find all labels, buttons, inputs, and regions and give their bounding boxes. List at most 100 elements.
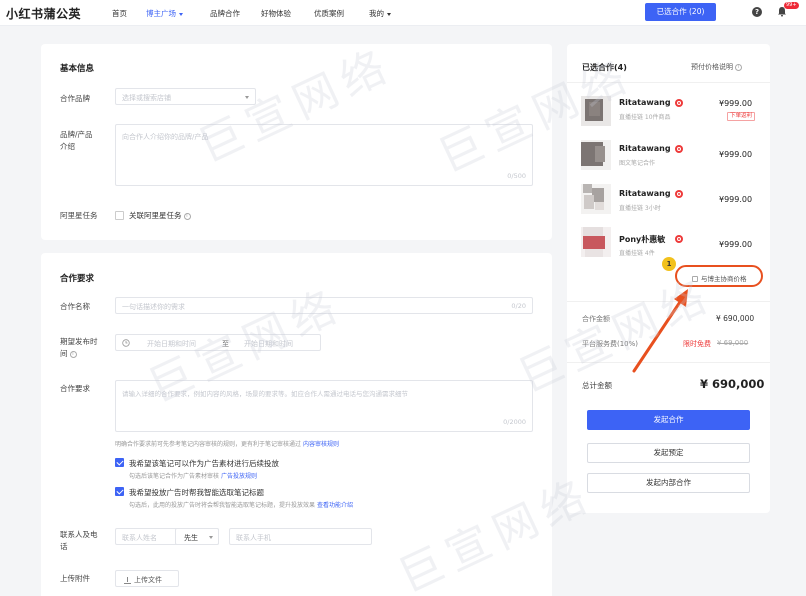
kol-avatar[interactable] [581,96,611,126]
chevron-down-icon [387,12,391,16]
upload-button-content: 上传文件 [124,575,162,585]
brand-select[interactable]: 选择或搜索店铺 [115,88,256,105]
negotiate-price-text: 与博主协商价格 [701,275,747,283]
kol-name: Ritatawang [619,98,671,107]
info-icon: i [735,63,742,71]
smart-title-hint: 勾选后，此用的投放广告时将会帮我智能选取笔记标题，提升投放效果 查看功能介绍 [129,500,353,509]
top-nav: 小红书蒲公英 首页 博主广场 品牌合作 好物体验 优质案例 我的 已选合作 (2… [0,0,806,26]
divider [567,362,770,363]
brand-logo[interactable]: 小红书蒲公英 [6,7,82,21]
feature-intro-link[interactable]: 查看功能介绍 [316,502,353,509]
basic-info-card: 基本信息 合作品牌 选择或搜索店铺 品牌/产品 介绍 向合作人介绍你的品牌/产品… [41,44,552,240]
contact-title-select[interactable]: 先生 [175,528,219,545]
help-icon[interactable]: ? [752,7,762,17]
kol-price: ¥999.00 [719,195,753,204]
nav-brand-coop[interactable]: 品牌合作 [210,9,240,18]
coop-name-counter: 0/20 [511,302,526,310]
amount-value: ¥ 690,000 [716,314,755,323]
section-title-requirements: 合作要求 [60,274,95,284]
contact-label-line2: 话 [60,542,68,551]
brand-label: 合作品牌 [60,94,90,103]
fee-free: 限时免费 [683,340,711,348]
req-hint-text: 明确合作要求前可先参考笔记内容审核的规则，更有利于笔记审核通过 [115,441,302,448]
start-time-placeholder: 开始日期和时间 [147,340,196,348]
coop-name-input[interactable]: 一句话描述你的需求 0/20 [115,297,533,314]
kol-sub: 直播挂链 4件 [619,250,655,257]
intro-textarea[interactable]: 向合作人介绍你的品牌/产品 0/500 [115,124,533,186]
kol-price: ¥999.00 [719,150,753,159]
ad-material-hint-text: 勾选后该笔记合作为广告素材审核 [129,473,220,480]
kol-avatar[interactable] [581,140,611,170]
kol-name: Pony朴惠敏 [619,235,666,244]
contact-label-line1: 联系人及电 [60,530,98,539]
xiaohongshu-icon [675,190,683,198]
content-review-rules-link[interactable]: 内容审核规则 [302,441,339,448]
task-label: 阿里星任务 [60,211,98,220]
ad-rules-link[interactable]: 广告投放规则 [220,473,257,480]
nav-home[interactable]: 首页 [112,9,127,18]
req-placeholder: 请输入详细的合作要求，例如内容的风格，场景的要求等。如应合作人需通过电话与您沟通… [122,390,408,398]
intro-counter: 0/500 [507,172,526,180]
kol-price: ¥999.00 [719,99,753,108]
nav-mine[interactable]: 我的 [369,8,391,19]
fee-original: ¥ 69,000 [717,339,749,347]
kol-avatar[interactable] [581,227,611,257]
smart-title-label: 我希望投放广告时帮我智能选取笔记标题 [129,488,264,497]
nav-goods-trial[interactable]: 好物体验 [261,9,291,18]
selected-cooperation-button[interactable]: 已选合作 (20) [645,3,716,21]
coop-name-placeholder: 一句话描述你的需求 [122,303,185,311]
nav-mine-label: 我的 [369,9,384,18]
xiaohongshu-icon [675,235,683,243]
upload-icon [124,576,131,584]
negotiate-price-link[interactable]: 与博主协商价格 [692,273,747,283]
total-value: ¥ 690,000 [700,377,765,391]
bell-icon[interactable] [777,6,787,17]
clock-icon [122,339,130,347]
ad-material-checkbox[interactable] [115,458,124,467]
start-internal-cooperation-button[interactable]: 发起内部合作 [587,473,750,493]
start-appointment-button[interactable]: 发起预定 [587,443,750,463]
contact-phone-placeholder: 联系人手机 [236,534,271,542]
end-time-placeholder: 开始日期和时间 [244,340,293,348]
coop-name-label: 合作名称 [60,302,90,311]
divider [567,301,770,302]
kol-name: Ritatawang [619,144,671,153]
start-cooperation-button[interactable]: 发起合作 [587,410,750,430]
kol-sub: 直播挂链 10件商品 [619,114,671,121]
intro-placeholder: 向合作人介绍你的品牌/产品 [122,133,209,141]
publish-time-label-text: 间 [60,349,68,358]
contact-phone-input[interactable]: 联系人手机 [229,528,372,545]
req-textarea[interactable]: 请输入详细的合作要求，例如内容的风格，场景的要求等。如应合作人需通过电话与您沟通… [115,380,533,432]
upload-button[interactable]: 上传文件 [115,570,179,587]
chevron-down-icon [179,12,183,16]
smart-title-checkbox[interactable] [115,487,124,496]
brand-select-placeholder: 选择或搜索店铺 [122,94,171,102]
kol-avatar[interactable] [581,184,611,214]
nav-kol-square-label: 博主广场 [146,9,176,18]
divider [567,82,770,83]
publish-time-range[interactable]: 开始日期和时间 至 开始日期和时间 [115,334,321,351]
kol-sub: 图文笔记合作 [619,160,656,167]
price-note-text: 预付价格说明 [691,63,733,71]
xiaohongshu-icon [675,145,683,153]
task-checkbox[interactable] [115,211,124,220]
notification-badge: 99+ [784,2,799,9]
kol-sub: 直播挂链 3小时 [619,205,661,212]
info-icon[interactable]: i [69,350,77,358]
upload-button-label: 上传文件 [134,576,162,584]
nav-kol-square[interactable]: 博主广场 [146,8,183,19]
info-icon[interactable]: i [183,212,191,220]
nav-cases[interactable]: 优质案例 [314,9,344,18]
step-marker: 1 [662,257,676,271]
smart-title-hint-text: 勾选后，此用的投放广告时将会帮我智能选取笔记标题，提升投放效果 [129,502,316,509]
contact-title-value: 先生 [184,534,198,542]
amount-label: 合作金额 [582,315,610,323]
checkbox-icon [692,276,698,282]
section-title-basic: 基本信息 [60,64,95,74]
req-counter: 0/2000 [503,418,526,426]
